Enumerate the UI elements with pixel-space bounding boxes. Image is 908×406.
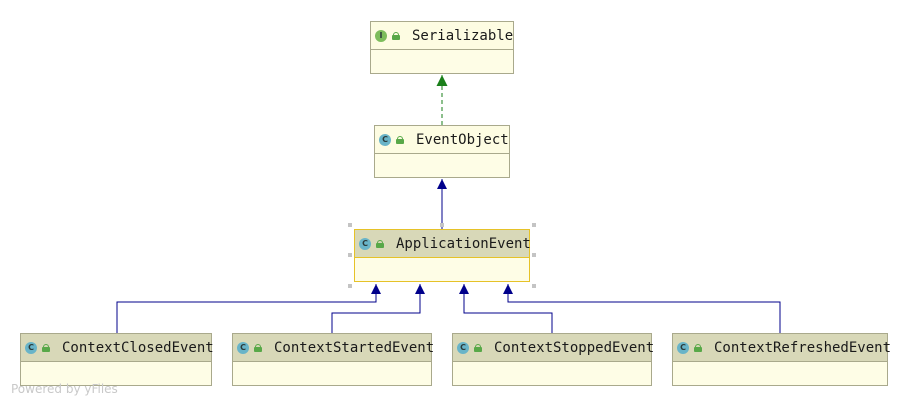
public-lock-icon [376, 239, 384, 248]
node-contextclosedevent-header: C ContextClosedEvent [21, 334, 214, 362]
node-serializable[interactable]: I Serializable [370, 21, 514, 74]
class-icon: C [359, 237, 371, 250]
node-eventobject-name: EventObject [416, 131, 509, 148]
selection-handle-top-middle[interactable] [440, 223, 444, 227]
public-lock-icon [694, 343, 702, 352]
public-lock-icon [42, 343, 50, 352]
node-eventobject[interactable]: C EventObject [374, 125, 510, 178]
public-lock-icon [396, 135, 404, 144]
node-serializable-header: I Serializable [371, 22, 513, 50]
edge-contextclosedevent-applicationevent [116, 284, 381, 333]
public-lock-icon [392, 31, 400, 40]
node-contextstartedevent-header: C ContextStartedEvent [233, 334, 435, 362]
selection-handle-top-left[interactable] [348, 223, 352, 227]
public-lock-icon [474, 343, 482, 352]
node-contextrefreshedevent-header: C ContextRefreshedEvent [673, 334, 891, 362]
node-contextclosedevent-name: ContextClosedEvent [62, 339, 214, 356]
class-icon: C [25, 341, 37, 354]
edge-contextstartedevent-applicationevent [331, 284, 425, 333]
node-contextrefreshedevent[interactable]: C ContextRefreshedEvent [672, 333, 891, 386]
node-contextstoppedevent[interactable]: C ContextStoppedEvent [452, 333, 655, 386]
node-applicationevent-header: C ApplicationEvent [355, 230, 531, 258]
class-icon: C [379, 133, 391, 146]
interface-icon: I [375, 29, 387, 42]
node-eventobject-header: C EventObject [375, 126, 509, 154]
selection-handle-bottom-right[interactable] [532, 284, 536, 288]
class-icon: C [237, 341, 249, 354]
node-contextstoppedevent-header: C ContextStoppedEvent [453, 334, 655, 362]
selection-handle-middle-right[interactable] [532, 253, 536, 257]
yfiles-watermark: Powered by yFiles [11, 382, 118, 396]
edge-contextrefreshedevent-applicationevent [503, 284, 781, 333]
class-icon: C [677, 341, 689, 354]
node-contextclosedevent[interactable]: C ContextClosedEvent [20, 333, 214, 386]
selection-handle-bottom-left[interactable] [348, 284, 352, 288]
node-contextrefreshedevent-name: ContextRefreshedEvent [714, 339, 892, 356]
public-lock-icon [254, 343, 262, 352]
selection-handle-middle-left[interactable] [348, 253, 352, 257]
class-icon: C [457, 341, 469, 354]
node-contextstartedevent-name: ContextStartedEvent [274, 339, 435, 356]
selection-handle-top-right[interactable] [532, 223, 536, 227]
node-contextstoppedevent-name: ContextStoppedEvent [494, 339, 655, 356]
node-contextstartedevent[interactable]: C ContextStartedEvent [232, 333, 435, 386]
node-applicationevent-name: ApplicationEvent [396, 235, 531, 252]
node-applicationevent[interactable]: C ApplicationEvent [354, 229, 531, 282]
edge-contextstoppedevent-applicationevent [459, 284, 553, 333]
node-serializable-name: Serializable [412, 27, 514, 44]
